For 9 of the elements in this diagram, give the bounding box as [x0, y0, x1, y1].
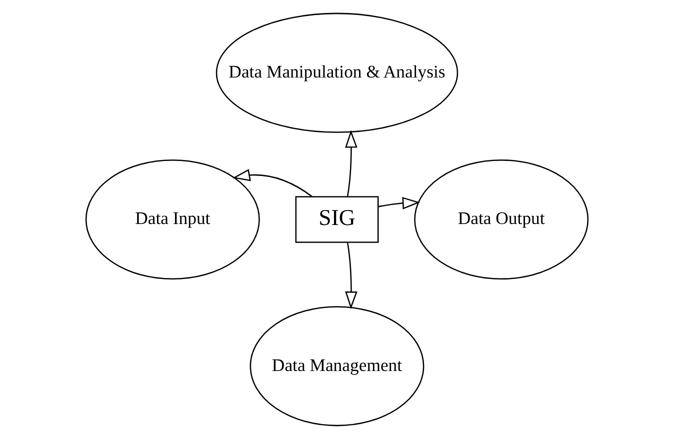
arrow	[378, 196, 420, 210]
arrow	[232, 168, 312, 198]
node-ellipse: Data Management	[250, 306, 424, 426]
node-box: SIG	[295, 196, 379, 243]
arrow	[345, 130, 358, 197]
arrow	[345, 242, 358, 310]
node-ellipse: Data Manipulation & Analysis	[216, 12, 458, 133]
node-ellipse: Data Output	[414, 159, 589, 280]
node-ellipse: Data Input	[85, 159, 260, 280]
